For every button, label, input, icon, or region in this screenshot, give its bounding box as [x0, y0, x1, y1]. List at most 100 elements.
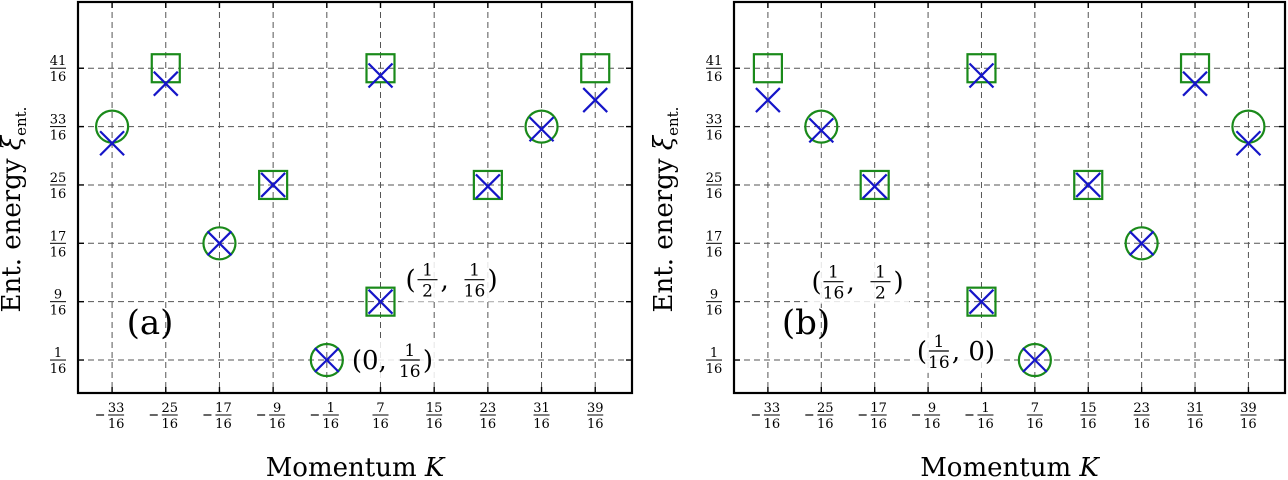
- annotation-denominator: 16: [823, 284, 845, 304]
- tick-denominator: 16: [50, 187, 67, 202]
- tick-denominator: 16: [1027, 417, 1044, 432]
- x-marker: [968, 288, 995, 315]
- tick-denominator: 16: [706, 362, 723, 377]
- tick-numerator: 25: [706, 171, 723, 186]
- circle-marker: [202, 226, 237, 261]
- x-marker: [808, 117, 835, 144]
- tick-denominator: 16: [1080, 417, 1097, 432]
- tick-numerator: 33: [706, 113, 723, 128]
- circle-marker: [804, 109, 839, 144]
- tick-numerator: 15: [1080, 401, 1097, 416]
- tick-numerator: 17: [50, 229, 67, 244]
- x-marker: [314, 347, 340, 373]
- square-marker: [580, 53, 611, 84]
- tick-denominator: 16: [50, 70, 67, 85]
- tick-denominator: 16: [50, 304, 67, 319]
- tick-denominator: 16: [50, 362, 67, 377]
- tick-denominator: 16: [50, 129, 67, 144]
- tick-denominator: 16: [924, 417, 941, 432]
- annotation-denominator: 2: [422, 282, 433, 302]
- square-marker: [966, 53, 997, 84]
- x-axis-label: Momentum K: [266, 453, 446, 480]
- x-tick-label: 716: [372, 401, 389, 432]
- square-marker: [365, 53, 396, 84]
- annotation-text: (: [405, 266, 415, 296]
- x-tick-label: 916: [257, 401, 285, 432]
- x-tick-label: 716: [1027, 401, 1044, 432]
- square-marker: [859, 169, 890, 201]
- tick-denominator: 16: [50, 245, 67, 260]
- plot-frame: [732, 0, 1287, 395]
- tick-denominator: 16: [870, 417, 887, 432]
- tick-denominator: 16: [1133, 417, 1150, 432]
- y-tick-label: 116: [50, 346, 67, 377]
- tick-numerator: 23: [1133, 401, 1150, 416]
- tick-denominator: 16: [706, 70, 723, 85]
- tick-denominator: 16: [706, 245, 723, 260]
- tick-numerator: 33: [50, 113, 67, 128]
- tick-numerator: 33: [764, 401, 781, 416]
- tick-numerator: 41: [706, 54, 723, 69]
- tick-denominator: 16: [1187, 417, 1204, 432]
- tick-denominator: 16: [706, 304, 723, 319]
- annotation-text: ,: [440, 266, 448, 296]
- x-marker: [968, 62, 995, 89]
- tick-numerator: 7: [1031, 401, 1039, 416]
- x-marker: [1182, 70, 1208, 97]
- tick-denominator: 16: [1240, 417, 1257, 432]
- square-marker: [258, 169, 289, 201]
- tick-denominator: 16: [480, 417, 497, 432]
- tick-denominator: 16: [269, 417, 286, 432]
- annotation-denominator: 16: [399, 362, 421, 382]
- x-marker-stroke: [582, 87, 609, 113]
- x-marker: [367, 62, 394, 89]
- annotation-denominator: 2: [875, 284, 886, 304]
- circle-marker: [524, 109, 559, 144]
- x-marker-stroke: [755, 87, 781, 113]
- annotation-numerator: 1: [469, 261, 480, 281]
- square-marker: [966, 286, 997, 317]
- tick-denominator: 16: [108, 417, 125, 432]
- y-axis-label: Ent. energy ξent.: [649, 107, 682, 313]
- x-marker: [206, 230, 233, 257]
- annotation-numerator: 1: [828, 263, 839, 283]
- tick-numerator: 23: [480, 401, 497, 416]
- tick-numerator: 17: [706, 229, 723, 244]
- tick-denominator: 16: [215, 417, 232, 432]
- x-marker: [755, 87, 781, 113]
- tick-numerator: 31: [1187, 401, 1204, 416]
- annotation-denominator: 16: [464, 282, 486, 302]
- x-marker-stroke: [152, 70, 179, 97]
- x-marker: [582, 87, 609, 113]
- x-marker: [1022, 347, 1048, 373]
- plot-frame: [76, 0, 634, 395]
- annotation-numerator: 1: [404, 341, 415, 361]
- point-annotation: (116, 0): [912, 329, 1004, 374]
- y-tick-label: 916: [50, 288, 67, 319]
- x-marker-stroke: [528, 116, 555, 142]
- x-marker: [1128, 230, 1155, 257]
- tick-numerator: 15: [426, 401, 443, 416]
- tick-denominator: 16: [587, 417, 604, 432]
- tick-numerator: 25: [50, 171, 67, 186]
- point-annotation: (0, 116): [347, 338, 439, 383]
- tick-numerator: 1: [981, 401, 989, 416]
- tick-denominator: 16: [161, 417, 178, 432]
- tick-denominator: 16: [977, 417, 994, 432]
- panel-label: (b): [782, 303, 830, 343]
- x-marker: [1235, 130, 1262, 157]
- annotation-numerator: 1: [875, 263, 886, 283]
- panel-a: 3316251617169161167161516231631163916116…: [0, 0, 634, 480]
- square-marker: [472, 169, 503, 201]
- x-marker-stroke: [260, 172, 286, 198]
- tick-numerator: 41: [50, 54, 67, 69]
- x-marker: [528, 116, 555, 142]
